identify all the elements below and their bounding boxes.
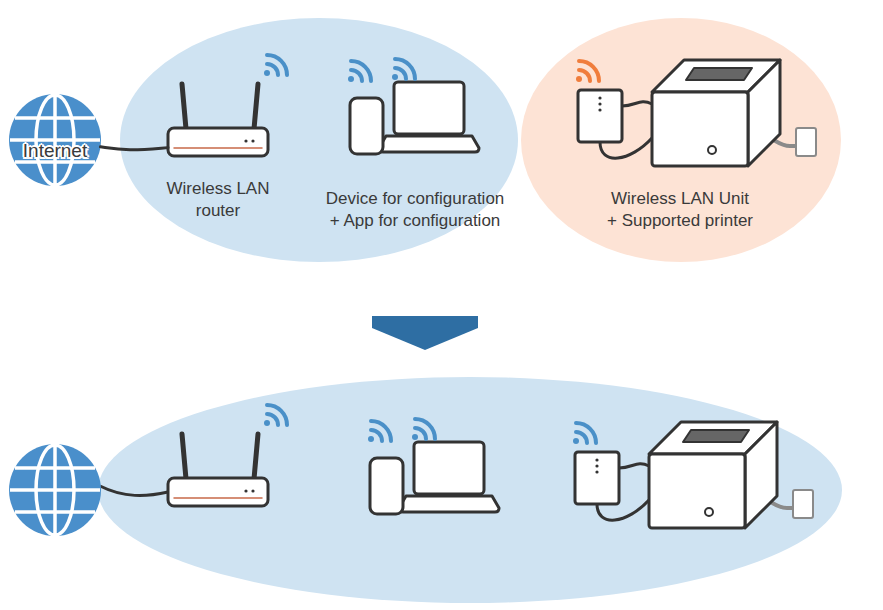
network-area xyxy=(120,18,518,262)
wifi-symbol xyxy=(264,55,287,76)
globe-symbol xyxy=(9,94,101,186)
device-label: Wireless LAN router xyxy=(153,178,283,222)
device-symbol xyxy=(370,442,499,514)
printer-node: Wireless LAN Unit + Supported printer xyxy=(555,50,805,232)
router-symbol xyxy=(168,84,268,156)
network-area xyxy=(98,377,842,603)
transition-arrow xyxy=(372,316,478,350)
router-node: Wireless LAN router xyxy=(168,80,268,222)
printer-symbol xyxy=(575,422,813,528)
wifi-symbol xyxy=(264,405,287,426)
wifi-symbol xyxy=(412,419,435,440)
unconnected-area xyxy=(521,18,841,262)
network-cable xyxy=(100,147,168,150)
globe-symbol xyxy=(9,444,101,536)
wifi-symbol xyxy=(392,59,415,80)
printer-symbol xyxy=(578,60,816,166)
internet-globe: Internet xyxy=(9,94,101,186)
device-symbol xyxy=(350,82,479,154)
wifi-symbol xyxy=(573,423,596,444)
router-symbol xyxy=(168,434,268,506)
device-label: Wireless LAN Unit + Supported printer xyxy=(605,188,755,232)
wifi-symbol xyxy=(576,61,599,82)
wifi-symbol xyxy=(368,421,391,442)
internet-cable xyxy=(100,486,168,496)
device-label: Device for configuration + App for confi… xyxy=(322,188,508,232)
wifi-symbol xyxy=(348,61,371,82)
globe-label: Internet xyxy=(9,140,101,162)
device-node: Device for configuration + App for confi… xyxy=(305,70,525,232)
